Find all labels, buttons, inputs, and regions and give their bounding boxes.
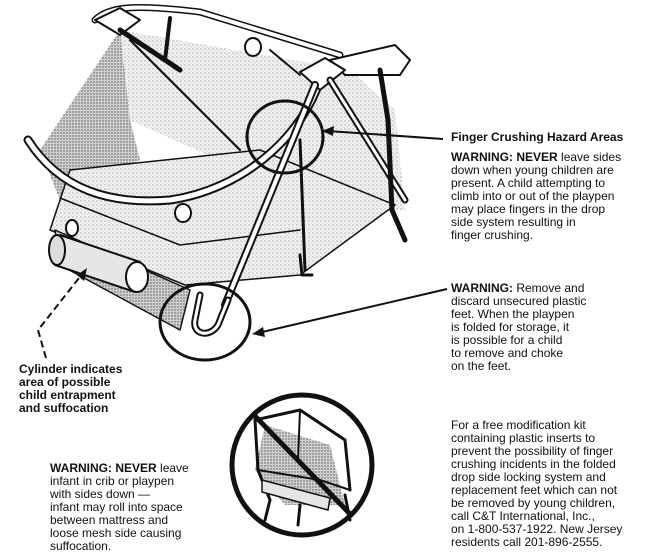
cylinder-label: Cylinder indicates area of possible chil… bbox=[19, 362, 123, 415]
callout-arrow-foot bbox=[252, 288, 448, 337]
warning-sides-emphasis: NEVER bbox=[516, 150, 558, 164]
playpen-main-drawing bbox=[23, 4, 411, 337]
hazard-areas-label: Finger Crushing Hazard Areas bbox=[451, 130, 624, 144]
modification-kit-text: For a free modification kit containing p… bbox=[451, 418, 623, 549]
callout-arrow-cylinder bbox=[36, 268, 87, 359]
warning-feet-block: WARNING: Remove and discard unsecured pl… bbox=[451, 282, 641, 373]
warning-crib-emphasis: NEVER bbox=[115, 461, 157, 475]
warning-feet-body: Remove and discard unsecured plastic fee… bbox=[451, 281, 587, 373]
warning-crib-lead: WARNING: bbox=[50, 461, 112, 475]
warning-crib-body: leave infant in crib or playpen with sid… bbox=[50, 461, 189, 553]
warning-crib-block: WARNING: NEVER leave infant in crib or p… bbox=[50, 462, 240, 553]
warning-feet-lead: WARNING: bbox=[451, 281, 513, 295]
hazard-circle-hinge bbox=[245, 99, 325, 175]
callout-arrow-hinge bbox=[322, 126, 444, 140]
warning-sides-block: WARNING: NEVER leave sides down when you… bbox=[451, 151, 641, 242]
prohibition-sign bbox=[229, 392, 375, 538]
warning-sides-lead: WARNING: bbox=[451, 150, 513, 164]
warning-sides-body: leave sides down when young children are… bbox=[451, 150, 622, 242]
hazard-circle-foot bbox=[158, 282, 252, 362]
